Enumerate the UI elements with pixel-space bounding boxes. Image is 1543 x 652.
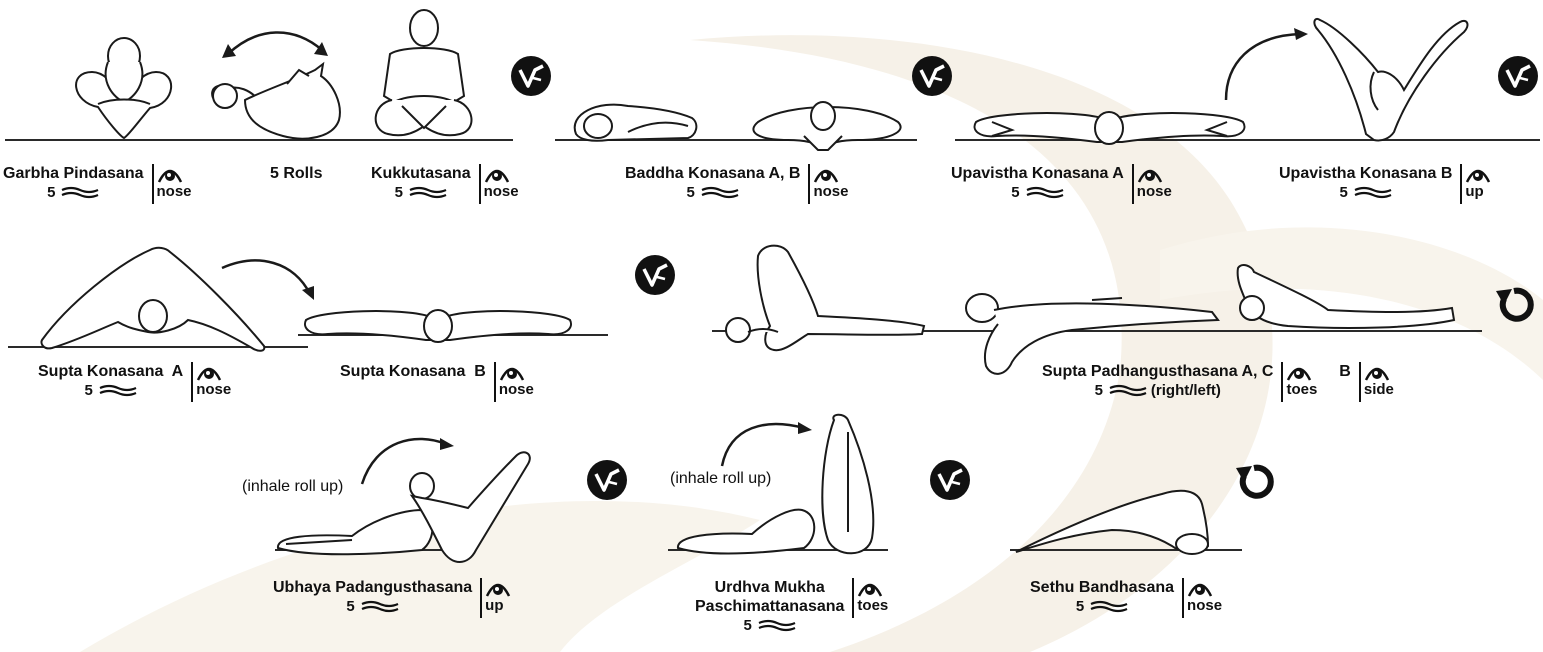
gaze-indicator: nose (479, 164, 519, 204)
breath-wave-icon (361, 600, 399, 614)
transition-arrow-icon (356, 430, 456, 486)
supta-konasana-b-figure (302, 306, 574, 350)
drishti-eye-icon (1137, 164, 1163, 184)
gaze-indicator: nose (808, 164, 848, 204)
pose-name: Supta Konasana A (38, 362, 183, 381)
pose-label-garbha-pindasana: Garbha Pindasana 5 nose (3, 164, 192, 204)
vinyasa-icon (587, 460, 627, 500)
drishti-eye-icon (196, 362, 222, 382)
breath-count: 5(right/left) (1095, 382, 1221, 400)
gaze-indicator: nose (1182, 578, 1222, 618)
inhale-roll-up-label: (inhale roll up) (670, 470, 771, 488)
breath-wave-icon (99, 384, 137, 398)
breath-count: 5 (1011, 184, 1063, 202)
pose-name: Baddha Konasana A, B (625, 164, 800, 183)
pose-name-line2: Paschimattanasana (695, 597, 844, 616)
pose-name: Kukkutasana (371, 164, 471, 183)
pose-name: Garbha Pindasana (3, 164, 144, 183)
breath-count: 5 (1076, 598, 1128, 616)
drishti-eye-icon (1465, 164, 1491, 184)
drishti-eye-icon (1187, 578, 1213, 598)
upavistha-konasana-b-figure (1308, 14, 1478, 144)
breath-wave-icon (61, 186, 99, 200)
garbha-pindasana-figure (68, 32, 180, 142)
gaze-indicator-b: side (1359, 362, 1394, 402)
breath-count: 5 (687, 184, 739, 202)
inhale-roll-up-label: (inhale roll up) (242, 478, 343, 496)
pose-label-kukkutasana: Kukkutasana 5 nose (371, 164, 519, 204)
breath-wave-icon (1109, 384, 1147, 398)
vinyasa-icon (635, 255, 675, 295)
gaze-indicator: nose (494, 362, 534, 402)
breath-wave-icon (1026, 186, 1064, 200)
drishti-eye-icon (1364, 362, 1390, 382)
gaze-indicator: nose (152, 164, 192, 204)
drishti-eye-icon (813, 164, 839, 184)
breath-wave-icon (1354, 186, 1392, 200)
pose-label-upavistha-konasana-b: Upavistha Konasana B 5 up (1279, 164, 1491, 204)
breath-count: 5 (47, 184, 99, 202)
repeat-other-side-icon (1494, 285, 1534, 325)
vinyasa-icon (1498, 56, 1538, 96)
pose-label-supta-konasana-a: Supta Konasana A 5 nose (38, 362, 231, 402)
breath-count: 5 (84, 382, 136, 400)
supta-padangusthasana-a-figure (718, 236, 928, 358)
upavistha-konasana-a-figure (972, 108, 1247, 152)
pose-label-supta-konasana-b: Supta Konasana B nose (340, 362, 534, 402)
gaze-indicator: up (480, 578, 511, 618)
kukkutasana-figure (368, 6, 476, 144)
gaze-indicator: up (1460, 164, 1491, 204)
pose-name: Sethu Bandhasana (1030, 578, 1174, 597)
pose-name: Upavistha Konasana B (1279, 164, 1452, 183)
breath-count: 5 (395, 184, 447, 202)
drishti-eye-icon (157, 164, 183, 184)
transition-arrow-icon (1220, 24, 1310, 104)
roll-double-arrow-icon (218, 24, 334, 64)
rolls-label: 5 Rolls (270, 165, 322, 183)
pose-label-baddha-konasana: Baddha Konasana A, B 5 nose (625, 164, 848, 204)
vinyasa-icon (930, 460, 970, 500)
breath-wave-icon (758, 619, 796, 633)
transition-arrow-icon (716, 416, 816, 468)
repeat-other-side-icon (1234, 462, 1274, 502)
pose-name: Ubhaya Padangusthasana (273, 578, 472, 597)
pose-name: Supta Padhangusthasana A, C (1042, 362, 1273, 381)
sethu-bandhasana-figure (1012, 484, 1220, 556)
pose-label-sethu-bandhasana: Sethu Bandhasana 5 nose (1030, 578, 1222, 618)
gaze-indicator: toes (852, 578, 888, 618)
rolling-figure (205, 60, 350, 145)
drishti-eye-icon (499, 362, 525, 382)
pose-name: Urdhva Mukha (715, 578, 825, 597)
gaze-indicator: nose (191, 362, 231, 402)
breath-wave-icon (701, 186, 739, 200)
transition-arrow-icon (218, 252, 318, 302)
pose-label-supta-padangusthasana: Supta Padhangusthasana A, C 5(right/left… (1042, 362, 1394, 402)
breath-wave-icon (409, 186, 447, 200)
breath-count: 5 (1340, 184, 1392, 202)
breath-wave-icon (1090, 600, 1128, 614)
drishti-eye-icon (857, 578, 883, 598)
drishti-eye-icon (1286, 362, 1312, 382)
pose-label-upavistha-konasana-a: Upavistha Konasana A 5 nose (951, 164, 1172, 204)
drishti-eye-icon (484, 164, 510, 184)
pose-name: Upavistha Konasana A (951, 164, 1124, 183)
supta-padangusthasana-c-figure (1228, 262, 1458, 334)
breath-count: 5 (744, 617, 796, 635)
breath-count: 5 (346, 598, 398, 616)
vinyasa-icon (511, 56, 551, 96)
gaze-indicator: nose (1132, 164, 1172, 204)
baddha-konasana-figure (568, 92, 908, 164)
pose-label-ubhaya-padangusthasana: Ubhaya Padangusthasana 5 up (273, 578, 511, 618)
pose-name: Supta Konasana B (340, 362, 486, 381)
pose-label-urdhva-mukha-paschimattanasana: Urdhva Mukha Paschimattanasana 5 toes (695, 578, 888, 635)
drishti-eye-icon (485, 578, 511, 598)
variation-b-label: B (1339, 362, 1351, 381)
gaze-indicator: toes (1281, 362, 1317, 402)
vinyasa-icon (912, 56, 952, 96)
